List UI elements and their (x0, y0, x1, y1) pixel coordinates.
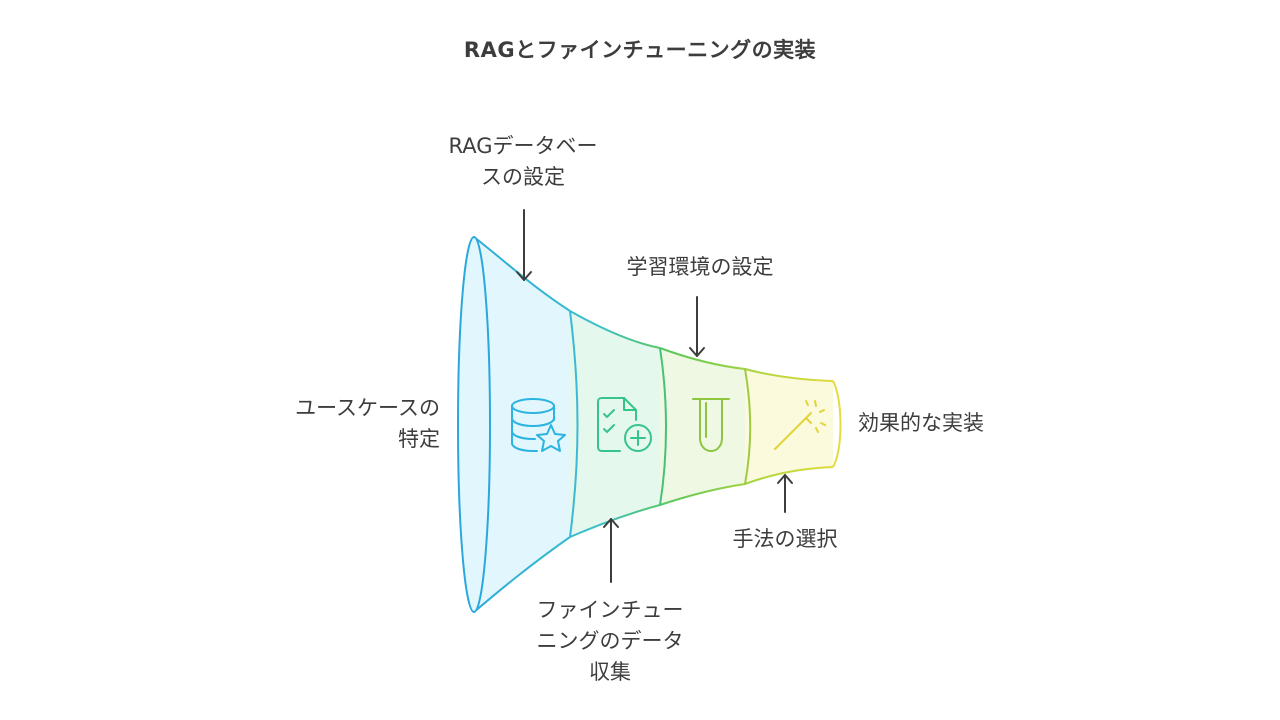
stage-divider-3 (744, 368, 752, 485)
database-star-icon (511, 398, 566, 452)
arrow-training-env (689, 296, 705, 357)
label-effective-implementation: 効果的な実装 (858, 411, 984, 435)
funnel-stage-2 (570, 311, 660, 537)
funnel-stage-3 (660, 348, 745, 505)
magic-wand-icon (774, 400, 826, 450)
funnel-outline-bottom (473, 466, 834, 613)
label-training-env-setup: 学習環境の設定 (626, 255, 774, 279)
label-use-case-identification: ユースケースの 特定 (295, 396, 440, 451)
label-finetuning-data-collection: ファインチュー ニングのデータ 収集 (536, 598, 684, 684)
arrow-ft-data (603, 518, 619, 583)
test-tube-icon (692, 398, 730, 452)
stage-divider-1 (569, 310, 579, 538)
arrow-rag-db (516, 209, 532, 281)
label-method-selection: 手法の選択 (732, 527, 838, 551)
label-rag-database-setup: RAGデータベー スの設定 (448, 134, 598, 189)
diagram-title: RAGとファインチューニングの実装 (463, 38, 817, 62)
stage-divider-2 (659, 347, 667, 506)
funnel-outline-top (473, 236, 834, 382)
funnel-end-cap (832, 380, 842, 468)
document-plus-icon (597, 397, 652, 452)
funnel-stage-4 (745, 369, 833, 484)
arrow-method-select (777, 474, 793, 513)
funnel-mouth (457, 236, 491, 613)
